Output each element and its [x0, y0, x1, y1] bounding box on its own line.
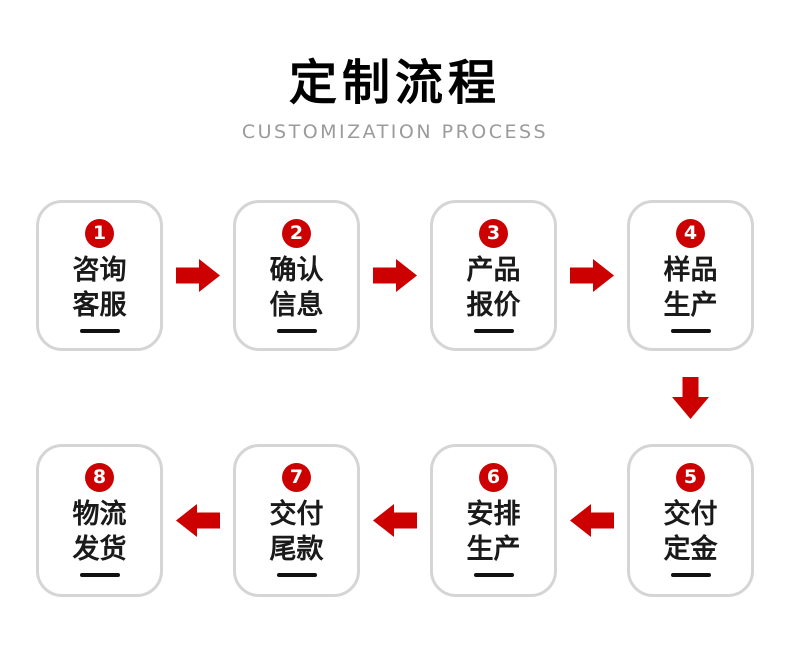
page-subtitle: CUSTOMIZATION PROCESS: [241, 121, 549, 143]
step-label: 确认 信息: [270, 253, 324, 323]
step-label: 交付 尾款: [270, 497, 324, 567]
arrow-left-icon: [557, 444, 627, 597]
step-label: 交付 定金: [664, 497, 718, 567]
step-number-badge: 7: [282, 463, 311, 492]
arrow-left-icon: [163, 444, 233, 597]
step-number-badge: 6: [479, 463, 508, 492]
step-label-line2: 信息: [269, 290, 324, 321]
step-label-line1: 确认: [269, 255, 324, 286]
step-underline: [670, 329, 711, 333]
step-label-line1: 交付: [663, 499, 718, 530]
step-underline: [670, 573, 711, 577]
step-number-badge: 8: [85, 463, 114, 492]
step-label-line2: 生产: [663, 290, 718, 321]
step-label-line1: 物流: [72, 499, 127, 530]
step-label-line1: 交付: [269, 499, 324, 530]
arrow-left-icon: [360, 444, 430, 597]
step-label-line1: 安排: [466, 499, 521, 530]
step-label-line2: 定金: [663, 534, 718, 565]
step-label-line2: 报价: [466, 290, 521, 321]
step-card-3: 3 产品 报价: [430, 200, 557, 351]
step-label-line1: 样品: [663, 255, 718, 286]
header: 定制流程 CUSTOMIZATION PROCESS: [0, 0, 790, 143]
process-connector-row: [36, 351, 754, 444]
step-card-2: 2 确认 信息: [233, 200, 360, 351]
step-label: 咨询 客服: [73, 253, 127, 323]
step-card-7: 7 交付 尾款: [233, 444, 360, 597]
arrow-down-icon: [627, 351, 754, 444]
page-title: 定制流程: [288, 55, 501, 111]
step-card-5: 5 交付 定金: [627, 444, 754, 597]
arrow-right-icon: [163, 200, 233, 351]
step-card-4: 4 样品 生产: [627, 200, 754, 351]
step-label: 物流 发货: [73, 497, 127, 567]
step-label-line1: 产品: [466, 255, 521, 286]
step-label: 安排 生产: [467, 497, 521, 567]
step-underline: [276, 329, 317, 333]
arrow-right-icon: [557, 200, 627, 351]
step-card-6: 6 安排 生产: [430, 444, 557, 597]
step-label-line2: 尾款: [269, 534, 324, 565]
step-card-1: 1 咨询 客服: [36, 200, 163, 351]
process-flow: 1 咨询 客服 2 确认 信息: [0, 200, 790, 597]
connector-spacer: [36, 351, 627, 444]
step-number-badge: 1: [85, 219, 114, 248]
step-underline: [473, 329, 514, 333]
step-underline: [79, 573, 120, 577]
step-number-badge: 5: [676, 463, 705, 492]
step-label: 产品 报价: [467, 253, 521, 323]
step-number-badge: 2: [282, 219, 311, 248]
step-underline: [473, 573, 514, 577]
step-label-line2: 客服: [72, 290, 127, 321]
process-row-2: 8 物流 发货 7 交付 尾款: [36, 444, 754, 597]
step-label-line2: 生产: [466, 534, 521, 565]
step-number-badge: 3: [479, 219, 508, 248]
step-underline: [276, 573, 317, 577]
step-card-8: 8 物流 发货: [36, 444, 163, 597]
step-label-line1: 咨询: [72, 255, 127, 286]
arrow-right-icon: [360, 200, 430, 351]
process-row-1: 1 咨询 客服 2 确认 信息: [36, 200, 754, 351]
step-label-line2: 发货: [72, 534, 127, 565]
step-label: 样品 生产: [664, 253, 718, 323]
step-underline: [79, 329, 120, 333]
step-number-badge: 4: [676, 219, 705, 248]
